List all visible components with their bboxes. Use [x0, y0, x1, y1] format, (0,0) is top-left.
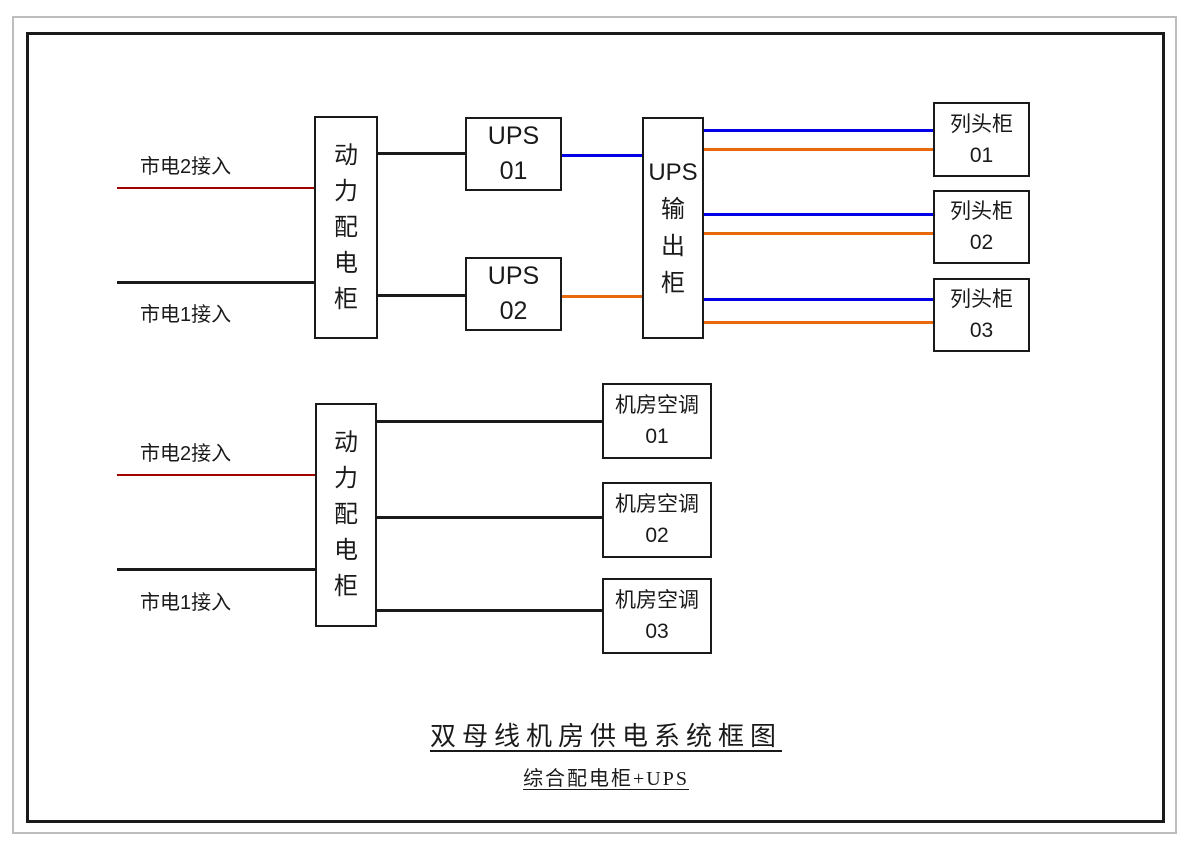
busbar-a-to-row-cabinet-01-line	[704, 129, 933, 132]
ac-unit-03-number: 03	[645, 620, 669, 643]
ups02-box: UPS 02	[465, 257, 562, 331]
row-cabinet-03-name: 列头柜	[950, 288, 1013, 311]
busbar-b-to-row-cabinet-02-line	[704, 232, 933, 235]
ups-section-power-cabinet-box: 动力配电柜	[314, 116, 378, 339]
hvac-section-mains2-line	[117, 474, 315, 476]
row-cabinet-02-name: 列头柜	[950, 200, 1013, 223]
ups-section-mains1-label: 市电1接入	[140, 304, 232, 326]
ups01-number: 01	[499, 157, 528, 185]
ups01-name: UPS	[487, 122, 540, 150]
diagram-title: 双母线机房供电系统框图	[429, 722, 782, 751]
ac-unit-01-box: 机房空调 01	[602, 383, 712, 459]
hvac-section-mains2-label: 市电2接入	[140, 443, 232, 465]
power-to-ups01-line	[378, 152, 465, 155]
busbar-b-to-row-cabinet-01-line	[704, 148, 933, 151]
ups-section-mains1-line	[117, 281, 314, 284]
row-cabinet-03-number: 03	[969, 319, 994, 342]
power-to-ups02-line	[378, 294, 465, 297]
busbar-a-to-row-cabinet-03-line	[704, 298, 933, 301]
outer-border	[12, 16, 1177, 834]
row-cabinet-02-number: 02	[969, 231, 994, 254]
hvac-section-mains1-line	[117, 568, 315, 571]
ups01-output-line	[562, 154, 642, 157]
ups-section-mains2-label: 市电2接入	[140, 156, 232, 178]
power-to-ac03-line	[377, 609, 602, 612]
ac-unit-01-name: 机房空调	[615, 394, 699, 417]
diagram-subtitle: 综合配电柜+UPS	[523, 768, 689, 790]
ups-output-cabinet-label-rest: 输出柜	[661, 196, 685, 297]
ac-unit-02-box: 机房空调 02	[602, 482, 712, 558]
ac-unit-03-name: 机房空调	[615, 589, 699, 612]
ups01-box: UPS 01	[465, 117, 562, 191]
ups02-number: 02	[499, 297, 528, 325]
ups02-output-line	[562, 295, 642, 298]
ac-unit-02-number: 02	[645, 524, 669, 547]
ups-output-cabinet-box: UPS 输出柜	[642, 117, 704, 339]
ac-unit-02-name: 机房空调	[615, 493, 699, 516]
inner-border	[26, 32, 1165, 823]
hvac-section-mains1-label: 市电1接入	[140, 592, 232, 614]
row-cabinet-01-name: 列头柜	[950, 112, 1013, 136]
row-cabinet-01-number: 01	[969, 143, 994, 167]
power-to-ac02-line	[377, 516, 602, 519]
ups02-name: UPS	[487, 262, 540, 290]
ups-output-cabinet-label-line1: UPS	[648, 159, 698, 186]
row-cabinet-02-box: 列头柜 02	[933, 190, 1030, 264]
row-cabinet-01-box: 列头柜 01	[933, 102, 1030, 177]
busbar-a-to-row-cabinet-02-line	[704, 213, 933, 216]
hvac-section-power-cabinet-label: 动力配电柜	[334, 429, 358, 600]
ac-unit-03-box: 机房空调 03	[602, 578, 712, 654]
ups-section-power-cabinet-label: 动力配电柜	[334, 141, 358, 313]
hvac-section-power-cabinet-box: 动力配电柜	[315, 403, 377, 627]
power-to-ac01-line	[377, 420, 602, 423]
ac-unit-01-number: 01	[645, 425, 669, 448]
title-block: 双母线机房供电系统框图 综合配电柜+UPS	[300, 716, 912, 791]
ups-section-mains2-line	[117, 187, 314, 189]
busbar-b-to-row-cabinet-03-line	[704, 321, 933, 324]
row-cabinet-03-box: 列头柜 03	[933, 278, 1030, 352]
